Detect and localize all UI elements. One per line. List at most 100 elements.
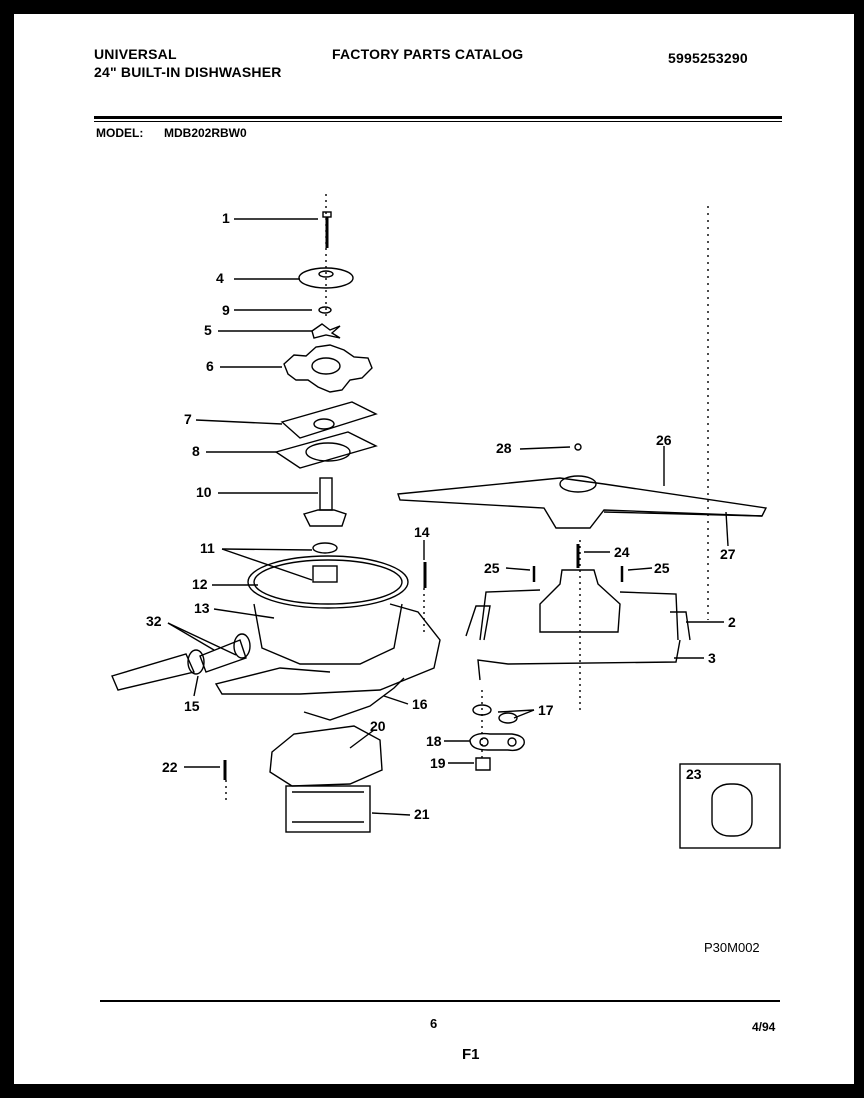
callout-16: 16 xyxy=(412,696,428,712)
callout-32: 32 xyxy=(146,613,162,629)
part-10-hub xyxy=(302,509,347,527)
part-15-clamp xyxy=(187,649,205,675)
part-10-shaft xyxy=(319,477,333,511)
callout-17: 17 xyxy=(538,702,554,718)
part-4-cap xyxy=(298,267,354,289)
leader-line-32a xyxy=(167,622,215,651)
part-11-seal-top xyxy=(312,542,338,554)
part-32-clamp xyxy=(233,633,251,659)
part-18-bracket xyxy=(469,732,525,752)
brand-name: UNIVERSAL xyxy=(94,46,177,62)
part-16-hose xyxy=(303,677,405,721)
part-8-gasket-hole xyxy=(305,442,351,462)
part-12-ring-outer xyxy=(247,555,409,609)
page-number: 6 xyxy=(430,1016,438,1031)
part-1-screw-head xyxy=(322,211,332,218)
leader-line-16 xyxy=(383,695,409,705)
part-13-flange xyxy=(214,603,441,695)
leader-line-21 xyxy=(371,812,411,816)
callout-5: 5 xyxy=(204,322,212,338)
callout-1: 1 xyxy=(222,210,230,226)
part-13-housing xyxy=(253,603,403,665)
leader-line-25b xyxy=(627,567,653,571)
callout-9: 9 xyxy=(222,302,230,318)
catalog-sheet xyxy=(14,14,854,1084)
callout-12: 12 xyxy=(192,576,208,592)
footer-rule xyxy=(100,1000,780,1002)
callout-4: 4 xyxy=(216,270,224,286)
part-7-gasket xyxy=(280,401,378,439)
part-24-manifold xyxy=(539,569,621,633)
leader-line-11a xyxy=(221,548,313,551)
leader-line-25a xyxy=(505,567,531,571)
callout-19: 19 xyxy=(430,755,446,771)
header-rule-thin xyxy=(94,121,782,122)
callout-8: 8 xyxy=(192,443,200,459)
part-2-bracket-right xyxy=(619,591,679,641)
catalog-title: FACTORY PARTS CATALOG xyxy=(332,46,524,62)
callout-7: 7 xyxy=(184,411,192,427)
part-18-hole-a xyxy=(479,737,489,747)
product-subtitle: 24" BUILT-IN DISHWASHER xyxy=(94,64,282,80)
leader-line-17a xyxy=(497,709,535,713)
model-value: MDB202RBW0 xyxy=(164,126,247,140)
callout-14: 14 xyxy=(414,524,430,540)
callout-18: 18 xyxy=(426,733,442,749)
callout-28: 28 xyxy=(496,440,512,456)
part-6-impeller xyxy=(283,344,373,393)
part-7-gasket-hole xyxy=(313,418,335,430)
part-18-hole-b xyxy=(507,737,517,747)
part-26-spray-arm xyxy=(397,477,768,529)
leader-line-27 xyxy=(725,511,729,547)
part-32-hose xyxy=(111,653,195,691)
part-11-seal-body xyxy=(312,565,338,583)
callout-13: 13 xyxy=(194,600,210,616)
header-rule-top xyxy=(94,116,782,119)
part-4-cap-hub xyxy=(318,270,334,278)
part-26-spray-arm-hub xyxy=(559,475,597,493)
leader-line-7 xyxy=(195,419,283,425)
part-12-ring-inner xyxy=(253,559,403,605)
callout-2: 2 xyxy=(728,614,736,630)
part-8-gasket xyxy=(274,431,378,469)
part-28-nut xyxy=(574,443,582,451)
callout-25-left: 25 xyxy=(484,560,500,576)
callout-3: 3 xyxy=(708,650,716,666)
model-label: MODEL: xyxy=(96,126,144,140)
callout-24: 24 xyxy=(614,544,630,560)
section-code: F1 xyxy=(462,1046,480,1063)
part-19-nut xyxy=(475,757,491,771)
part-23-container xyxy=(711,783,753,837)
callout-27: 27 xyxy=(720,546,736,562)
part-5-clip xyxy=(311,323,341,339)
part-17-washer-a xyxy=(472,704,492,716)
part-9-oring xyxy=(318,306,332,314)
part-21-motor xyxy=(285,785,371,833)
callout-25-right: 25 xyxy=(654,560,670,576)
part-27-strip xyxy=(603,511,763,517)
callout-6: 6 xyxy=(206,358,214,374)
part-3-rod xyxy=(477,639,681,681)
callout-23: 23 xyxy=(686,766,702,782)
footer-date: 4/94 xyxy=(752,1020,776,1034)
callout-21: 21 xyxy=(414,806,430,822)
callout-22: 22 xyxy=(162,759,178,775)
callout-15: 15 xyxy=(184,698,200,714)
leader-line-20 xyxy=(349,729,375,749)
callout-26: 26 xyxy=(656,432,672,448)
callout-11: 11 xyxy=(200,540,215,556)
part-23-box xyxy=(679,763,781,849)
leader-line-15 xyxy=(193,675,199,697)
part-17-washer-b xyxy=(498,712,518,724)
part-2-clip-left xyxy=(465,605,491,641)
leader-line-13 xyxy=(213,608,275,619)
catalog-number: 5995253290 xyxy=(668,50,748,66)
part-32-hose-section xyxy=(199,639,247,673)
part-2-bracket-left xyxy=(479,589,541,641)
part-2-clip-right xyxy=(670,611,691,641)
leader-line-28 xyxy=(519,446,571,450)
part-20-motor-cover xyxy=(269,725,383,787)
callout-20: 20 xyxy=(370,718,386,734)
